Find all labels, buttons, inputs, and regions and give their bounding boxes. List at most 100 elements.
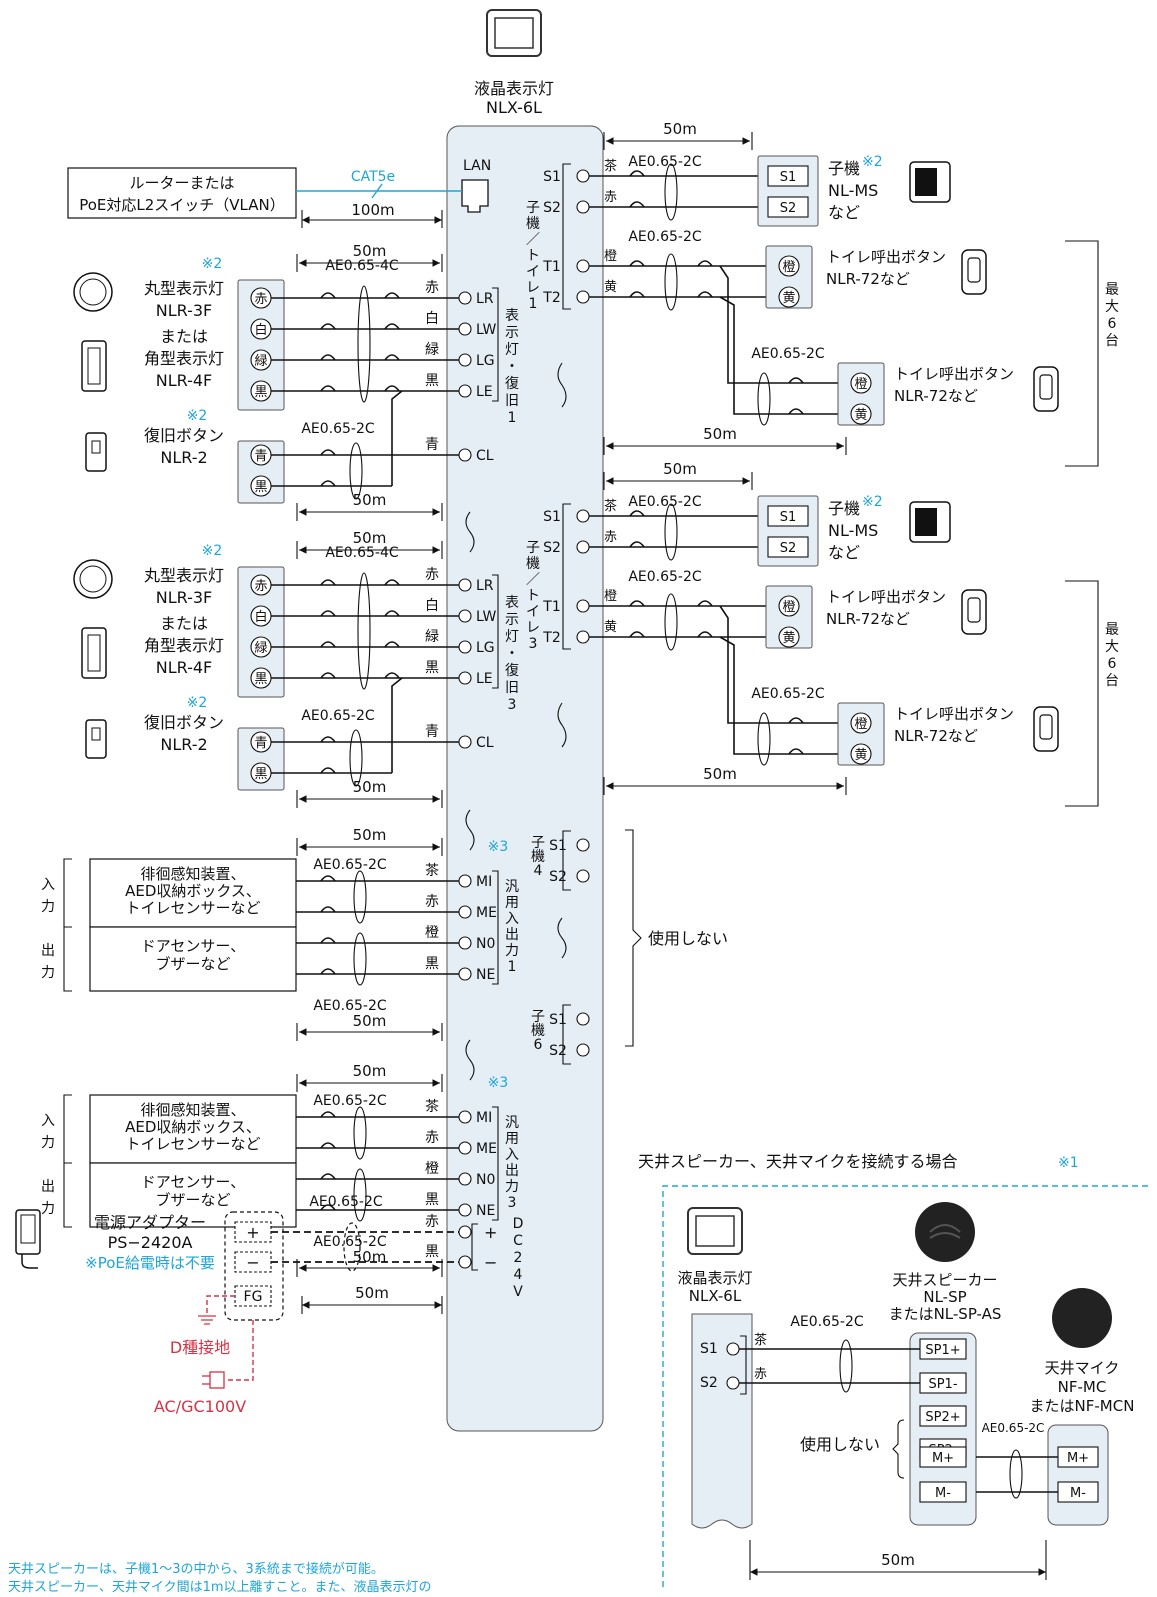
sub-etc: など (828, 203, 860, 222)
toilet-color-orange-circle (778, 255, 800, 277)
io-cable-label-bottom: AE0.65-2C (313, 1234, 387, 1250)
terminal (576, 200, 590, 214)
input-line2: AED収納ボックス、 (125, 882, 261, 900)
terminal (576, 630, 590, 644)
io-wire-color: 茶 (425, 1099, 439, 1115)
wire-bump (697, 631, 713, 638)
group-label-sub4: 子 (531, 835, 545, 851)
input-line1: 徘徊感知装置、 (140, 1101, 245, 1119)
lamp-wire-color: 白 (425, 311, 439, 327)
lcd-display-device-icon (486, 9, 542, 57)
lamp-terminal-box (237, 566, 285, 698)
footnote-2: 天井スピーカー、天井マイク間は1m以上離すこと。また、液晶表示灯の (8, 1580, 432, 1595)
toilet-color-yellow-circle (778, 286, 800, 308)
terminal (576, 509, 590, 523)
wire-bump (629, 510, 645, 517)
sub-model: NL-MS (828, 521, 878, 540)
input-line1: 徘徊感知装置、 (140, 865, 245, 883)
terminal-label-s2: S2 (549, 869, 567, 885)
group-bracket (562, 1004, 571, 1065)
toilet-model: NLR-72など (826, 610, 910, 628)
terminal-label: LR (476, 578, 494, 594)
terminal (458, 291, 472, 305)
inset-cable1: AE0.65-2C (790, 1314, 864, 1330)
dim-label: 50m (353, 491, 387, 509)
inset-title: 天井スピーカー、天井マイクを接続する場合 (638, 1152, 958, 1171)
io-wire-color: 黒 (425, 956, 439, 972)
sub-unit-face (915, 508, 937, 536)
toilet-button-icon (961, 249, 987, 295)
round-lamp-inner (79, 278, 107, 306)
group-bracket (492, 1106, 499, 1221)
wire-bump (320, 875, 336, 882)
terminal (458, 967, 472, 981)
terminal (458, 578, 472, 592)
wire-bump (320, 1204, 336, 1211)
group-label-dc: 2 (514, 1250, 523, 1266)
speaker-term-label: SP1+ (925, 1343, 960, 1358)
sub-wire-color: 赤 (604, 530, 617, 545)
output-line2: ブザーなど (155, 1191, 230, 1209)
wire-bump (384, 323, 400, 330)
wire-bump (788, 408, 804, 415)
lamp-color-white: 白 (254, 609, 267, 625)
lamp-cable-label: AE0.65-4C (325, 258, 399, 274)
group-label-sub4: 4 (534, 863, 543, 879)
unused-label: 使用しない (648, 929, 728, 948)
terminal-label-s2: S2 (549, 1043, 567, 1059)
toilet2-model: NLR-72など (894, 387, 978, 405)
sub-term-s2-label: S2 (780, 201, 797, 216)
terminal (458, 1203, 472, 1217)
sub-name: 子機 (828, 159, 860, 178)
output-bracket (63, 926, 72, 992)
dc-minus: − (484, 1253, 497, 1272)
terminal (458, 640, 472, 654)
round-lamp-name: 丸型表示灯 (144, 566, 224, 585)
io-out-label: 力 (41, 965, 55, 981)
adapter-fg: FG (244, 1289, 263, 1305)
toilet-terminal-box (765, 245, 813, 309)
toilet-branch (719, 296, 846, 415)
sub-term-s2 (767, 536, 809, 558)
wire-bump (320, 354, 336, 361)
group-label-io3: 3 (508, 1195, 517, 1211)
terminal (458, 1110, 472, 1124)
inset-brown: 茶 (754, 1332, 767, 1348)
toilet2-terminal-box (837, 702, 885, 766)
terminal (458, 1141, 472, 1155)
inset-lcd-icon (687, 1207, 743, 1255)
toilet2-cable-label: AE0.65-2C (751, 686, 825, 702)
group-label-sub6: 機 (531, 1023, 545, 1039)
group-label-lamp3: 表 (505, 595, 519, 611)
toilet-max-label: 大 (1105, 639, 1119, 655)
lan-cable-label: CAT5e (351, 169, 395, 185)
toilet-color-orange: 橙 (782, 260, 795, 275)
reset-color-black: 黒 (254, 767, 267, 782)
toilet-button-icon (961, 589, 987, 635)
cable-bundle (757, 372, 771, 426)
mic-model: NF-MC (1058, 1378, 1107, 1396)
io-note-mark: ※3 (488, 839, 509, 855)
toilet2-model: NLR-72など (894, 727, 978, 745)
io-in-label: 力 (41, 1135, 55, 1151)
reset-wire-color: 青 (425, 437, 439, 453)
round-lamp-model: NLR-3F (156, 588, 213, 607)
toilet2-color-orange-circle (850, 372, 872, 394)
terminal (576, 290, 590, 304)
sub-term-s1 (767, 505, 809, 527)
inset-s1: S1 (700, 1341, 718, 1357)
round-lamp-inner (79, 565, 107, 593)
toilet2-cable-label: AE0.65-2C (751, 346, 825, 362)
reset-wire-color: 青 (425, 724, 439, 740)
wire-bump (320, 767, 336, 774)
group-label-sub6: 子 (531, 1009, 545, 1025)
terminal-label-s2: S2 (543, 540, 561, 556)
lamp-color-green: 緑 (254, 354, 267, 369)
group-label-sub3: 子 (526, 540, 540, 556)
mic-term-label: M+ (1067, 1451, 1089, 1466)
lamp-color-black-circle (250, 380, 272, 402)
toilet2-color-yellow-circle (850, 403, 872, 425)
lamp-color-green-circle (250, 636, 272, 658)
group-label-sub1: 子 (526, 200, 540, 216)
mic-name: 天井マイク (1045, 1359, 1120, 1377)
